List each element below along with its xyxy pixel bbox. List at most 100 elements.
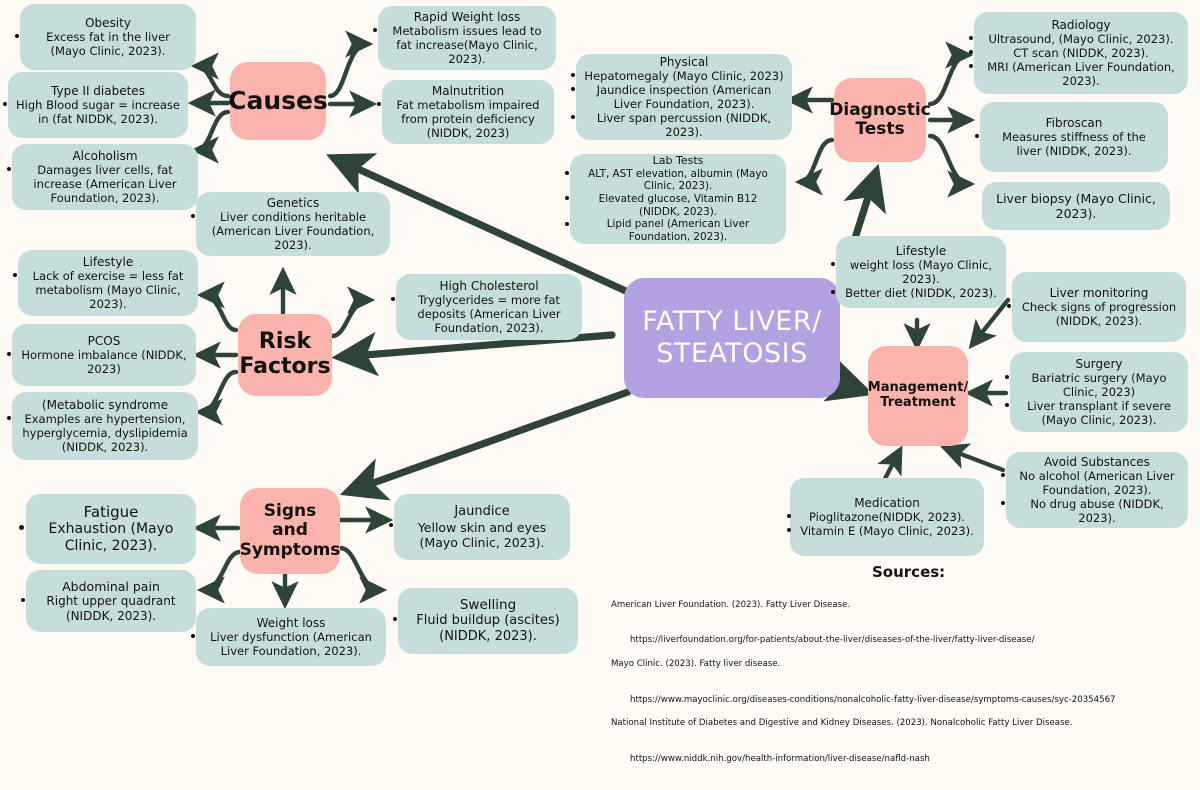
hub-risk-label-line1: Risk — [258, 329, 312, 355]
leaf-item: MRI (American Liver Foundation, 2023). — [987, 60, 1175, 89]
source-url[interactable]: https://liverfoundation.org/for-patients… — [630, 635, 1035, 646]
leaf-title: Fatigue — [83, 502, 139, 521]
hub-diagnostic-tests[interactable]: Diagnostic Tests — [829, 78, 931, 162]
leaf-item: Lipid panel (American Liver Foundation, … — [606, 218, 750, 244]
leaf-item: Elevated glucose, Vitamin B12 (NIDDK, 20… — [598, 193, 758, 218]
leaf-rf-pcos[interactable]: PCOS Hormone imbalance (NIDDK, 2023) — [7, 324, 196, 386]
leaf-rf-metabolic-syndrome[interactable]: (Metabolic syndrome Examples are hyperte… — [7, 392, 198, 460]
leaf-item: Hepatomegaly (Mayo Clinic, 2023) — [584, 69, 784, 84]
leaf-item: Exhaustion (Mayo Clinic, 2023). — [48, 521, 174, 555]
leaf-title: Liver biopsy (Mayo Clinic, 2023). — [996, 190, 1156, 221]
hub-signs-label-line2: and — [272, 520, 308, 541]
leaf-title: PCOS — [87, 333, 121, 348]
leaf-title: Genetics — [266, 195, 320, 210]
mindmap-canvas: FATTY LIVER/ STEATOSIS Causes Diagnostic… — [3, 4, 1188, 764]
leaf-title: Rapid Weight loss — [413, 9, 521, 24]
leaf-item: Examples are hypertension, hyperglycemia… — [22, 412, 188, 455]
leaf-item: Hormone imbalance (NIDDK, 2023) — [21, 348, 187, 377]
bullet-icon — [1007, 303, 1011, 308]
leaf-item: Lack of exercise = less fat metabolism (… — [32, 269, 184, 312]
leaf-rf-high-cholesterol[interactable]: High Cholesterol Tryglycerides = more fa… — [391, 274, 582, 340]
leaf-mg-medication[interactable]: Medication Pioglitazone(NIDDK, 2023). Vi… — [787, 478, 984, 556]
leaf-causes-type-ii-diabetes[interactable]: Type II diabetes High Blood sugar = incr… — [3, 72, 188, 138]
leaf-mg-lifestyle[interactable]: Lifestyle weight loss (Mayo Clinic, 2023… — [831, 236, 1006, 308]
link-causes-rapidweightloss — [327, 30, 374, 99]
bullet-icon — [831, 289, 835, 294]
hub-risk-factors[interactable]: Risk Factors — [238, 314, 332, 396]
bullet-icon — [787, 513, 792, 518]
bullet-icon — [373, 27, 377, 32]
center-title-line1: FATTY LIVER/ — [642, 305, 822, 337]
bullet-icon — [1001, 472, 1005, 477]
leaf-ss-abdominal-pain[interactable]: Abdominal pain Right upper quadrant (NID… — [21, 570, 196, 632]
bullet-icon — [191, 633, 195, 638]
leaf-rf-lifestyle[interactable]: Lifestyle Lack of exercise = less fat me… — [13, 250, 198, 316]
link-ss-swelling — [337, 545, 388, 604]
sources-list: American Liver Foundation. (2023). Fatty… — [600, 588, 1200, 790]
leaf-rf-genetics[interactable]: Genetics Liver conditions heritable (Ame… — [191, 192, 390, 256]
leaf-item: Liver conditions heritable (American Liv… — [211, 210, 375, 253]
leaf-item: Jaundice inspection (American Liver Foun… — [596, 83, 772, 112]
bullet-icon — [969, 49, 973, 54]
leaf-title: Obesity — [85, 15, 131, 30]
leaf-item: No alcohol (American Liver Foundation, 2… — [1019, 469, 1175, 498]
hub-signs-label-line3: Symptoms — [239, 539, 341, 560]
hub-management-treatment[interactable]: Management/ Treatment — [868, 346, 968, 446]
leaf-causes-malnutrition[interactable]: Malnutrition Fat metabolism impaired fro… — [377, 80, 554, 144]
leaf-item: High Blood sugar = increase in (fat NIDD… — [16, 98, 180, 127]
leaf-item: Measures stiffness of the liver (NIDDK, … — [1002, 130, 1146, 159]
leaf-title: Lab Tests — [652, 154, 704, 168]
leaf-causes-obesity[interactable]: Obesity Excess fat in the liver (Mayo Cl… — [15, 4, 196, 70]
leaf-dx-liver-biopsy[interactable]: Liver biopsy (Mayo Clinic, 2023). — [982, 182, 1170, 230]
hub-causes-label: Causes — [228, 86, 328, 115]
leaf-item: Damages liver cells, fat increase (Ameri… — [33, 163, 177, 206]
sources-heading: Sources: — [872, 563, 946, 581]
bullet-icon — [15, 33, 19, 38]
link-rf-cholesterol — [329, 286, 376, 339]
center-node-fatty-liver-steatosis[interactable]: FATTY LIVER/ STEATOSIS — [624, 278, 840, 398]
hub-diagnostic-label-line2: Tests — [855, 119, 905, 139]
bullet-icon — [969, 35, 973, 40]
hub-causes[interactable]: Causes — [228, 62, 328, 140]
bullet-icon — [565, 170, 569, 175]
leaf-title: Avoid Substances — [1044, 454, 1150, 469]
bullet-icon — [565, 221, 569, 226]
leaf-item: CT scan (NIDDK, 2023). — [1013, 46, 1149, 61]
leaf-mg-surgery[interactable]: Surgery Bariatric surgery (Mayo Clinic, … — [1005, 352, 1188, 432]
bullet-icon — [13, 272, 17, 277]
leaf-dx-lab-tests[interactable]: Lab Tests ALT, AST elevation, albumin (M… — [565, 154, 786, 244]
leaf-ss-jaundice[interactable]: Jaundice Yellow skin and eyes (Mayo Clin… — [389, 494, 570, 560]
leaf-ss-weight-loss[interactable]: Weight loss Liver dysfunction (American … — [191, 608, 386, 666]
leaf-title: Jaundice — [454, 503, 510, 519]
leaf-item: Better diet (NIDDK, 2023). — [845, 286, 997, 301]
leaf-title: Malnutrition — [431, 83, 505, 98]
link-dx-labtests — [794, 137, 835, 196]
leaf-dx-radiology[interactable]: Radiology Ultrasound, (Mayo Clinic, 2023… — [969, 12, 1188, 94]
bullet-icon — [393, 617, 397, 622]
hub-diagnostic-label-line1: Diagnostic — [829, 99, 931, 120]
bullet-icon — [565, 196, 569, 201]
leaf-item: weight loss (Mayo Clinic, 2023). — [849, 258, 993, 287]
leaf-item: Metabolism issues lead to fat increase(M… — [392, 24, 542, 67]
leaf-dx-physical[interactable]: Physical Hepatomegaly (Mayo Clinic, 2023… — [571, 54, 792, 140]
link-causes-alcoholism — [190, 109, 231, 164]
leaf-ss-fatigue[interactable]: Fatigue Exhaustion (Mayo Clinic, 2023). — [19, 494, 196, 564]
leaf-mg-liver-monitoring[interactable]: Liver monitoring Check signs of progress… — [1007, 272, 1186, 342]
bullet-icon — [1005, 374, 1009, 379]
source-url[interactable]: https://www.niddk.nih.gov/health-informa… — [630, 754, 930, 765]
source-url[interactable]: https://www.mayoclinic.org/diseases-cond… — [630, 694, 1116, 705]
leaf-causes-rapid-weight-loss[interactable]: Rapid Weight loss Metabolism issues lead… — [373, 6, 556, 70]
hub-signs-and-symptoms[interactable]: Signs and Symptoms — [240, 488, 340, 574]
leaf-mg-avoid-substances[interactable]: Avoid Substances No alcohol (American Li… — [1001, 452, 1188, 528]
leaf-item: Liver span percussion (NIDDK, 2023). — [596, 111, 772, 140]
link-ss-abdominal — [196, 549, 243, 604]
bullet-icon — [7, 415, 11, 420]
link-mg-avoid — [940, 443, 1006, 473]
bullet-icon — [831, 261, 835, 266]
leaf-ss-swelling[interactable]: Swelling Fluid buildup (ascites) (NIDDK,… — [393, 588, 578, 654]
bullet-icon — [969, 63, 973, 68]
leaf-causes-alcoholism[interactable]: Alcoholism Damages liver cells, fat incr… — [7, 144, 198, 210]
leaf-title: (Metabolic syndrome — [41, 397, 169, 412]
leaf-dx-fibroscan[interactable]: Fibroscan Measures stiffness of the live… — [975, 102, 1168, 172]
bullet-icon — [21, 597, 25, 602]
